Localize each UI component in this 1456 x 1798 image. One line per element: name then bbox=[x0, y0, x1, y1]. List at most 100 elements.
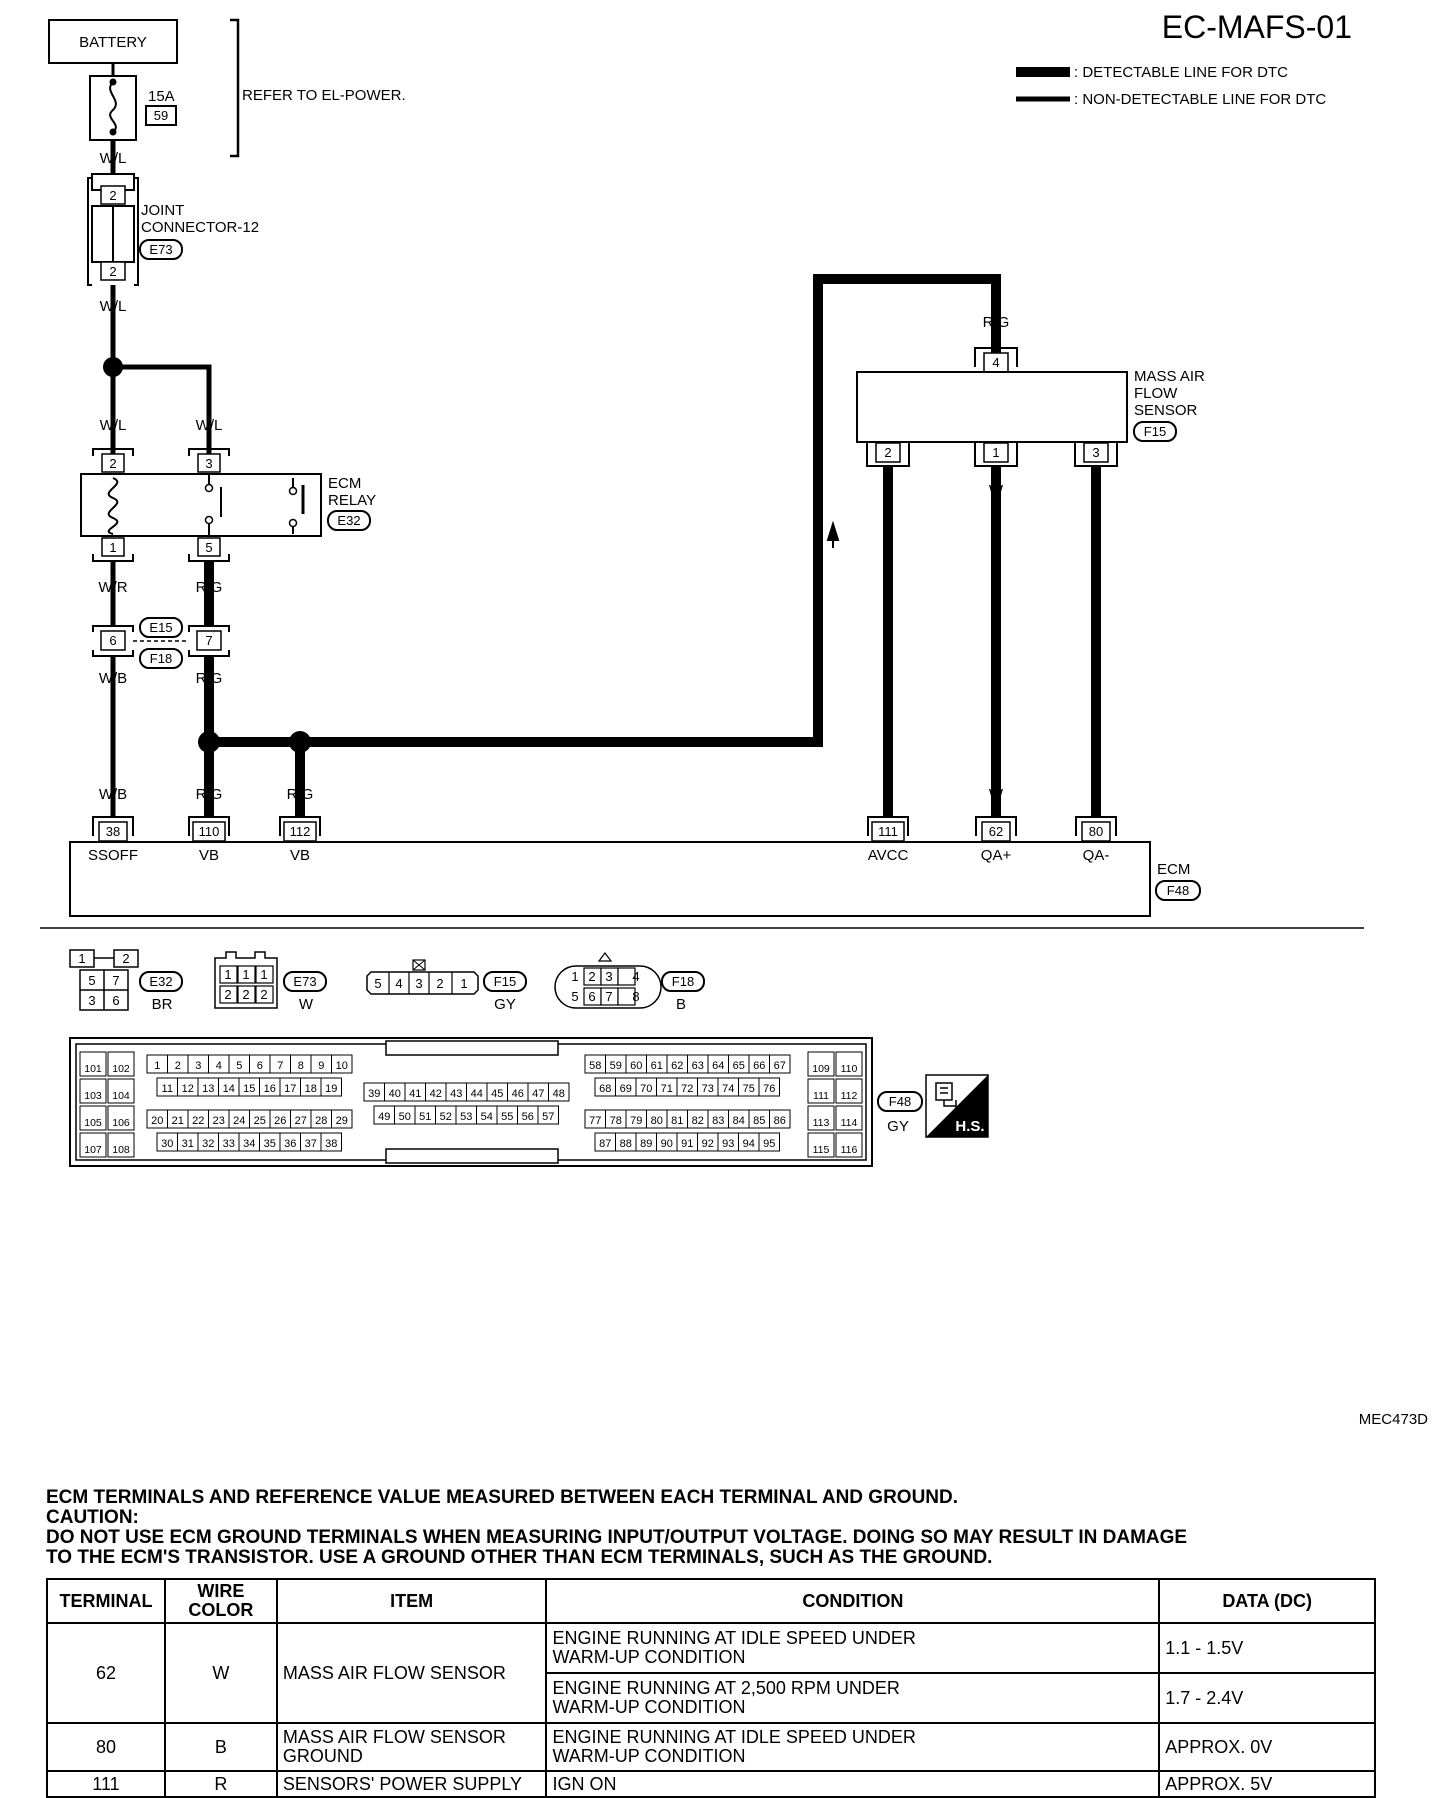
svg-text:3: 3 bbox=[605, 969, 612, 984]
svg-text:110: 110 bbox=[199, 824, 220, 839]
svg-text:45: 45 bbox=[491, 1088, 503, 1100]
svg-text:55: 55 bbox=[501, 1111, 513, 1123]
svg-text:74: 74 bbox=[722, 1083, 734, 1095]
svg-text:102: 102 bbox=[112, 1063, 130, 1075]
svg-text:62: 62 bbox=[989, 824, 1003, 839]
svg-text:11: 11 bbox=[162, 1083, 173, 1095]
svg-text:49: 49 bbox=[378, 1111, 390, 1123]
svg-text:F48: F48 bbox=[1167, 883, 1189, 898]
inline-connector-e15-f18: 6 7 E15 F18 bbox=[92, 617, 230, 669]
svg-text:59: 59 bbox=[154, 108, 168, 123]
svg-text:VB: VB bbox=[290, 847, 310, 864]
svg-text:W/L: W/L bbox=[100, 417, 127, 434]
svg-text:R: R bbox=[883, 482, 894, 499]
svg-text:W/R: W/R bbox=[98, 579, 127, 596]
col-condition: CONDITION bbox=[545, 1578, 1161, 1624]
svg-text:2: 2 bbox=[109, 188, 116, 203]
heading-line-4: TO THE ECM'S TRANSISTOR. USE A GROUND OT… bbox=[46, 1547, 993, 1568]
svg-text:8: 8 bbox=[298, 1060, 304, 1072]
svg-text:80: 80 bbox=[651, 1115, 663, 1127]
svg-text:36: 36 bbox=[284, 1138, 296, 1150]
svg-text:27: 27 bbox=[295, 1115, 307, 1127]
svg-text:B: B bbox=[676, 996, 686, 1013]
svg-text:9: 9 bbox=[318, 1060, 324, 1072]
svg-text:38: 38 bbox=[325, 1138, 337, 1150]
svg-text:2: 2 bbox=[588, 969, 595, 984]
svg-text:53: 53 bbox=[460, 1111, 472, 1123]
svg-text:5: 5 bbox=[571, 989, 578, 1004]
svg-text:2: 2 bbox=[175, 1060, 181, 1072]
svg-text:W: W bbox=[299, 996, 314, 1013]
svg-text:SENSOR: SENSOR bbox=[1134, 402, 1198, 419]
svg-text:2: 2 bbox=[109, 456, 116, 471]
svg-text:6: 6 bbox=[257, 1060, 263, 1072]
svg-text:20: 20 bbox=[151, 1115, 163, 1127]
svg-text:E32: E32 bbox=[337, 513, 360, 528]
svg-text:63: 63 bbox=[692, 1060, 704, 1072]
svg-text:13: 13 bbox=[202, 1083, 214, 1095]
svg-text:CONNECTOR-12: CONNECTOR-12 bbox=[141, 219, 259, 236]
svg-text:58: 58 bbox=[589, 1060, 601, 1072]
svg-text:52: 52 bbox=[440, 1111, 452, 1123]
svg-text:60: 60 bbox=[630, 1060, 642, 1072]
table-row: 111 R SENSORS' POWER SUPPLY IGN ON APPRO… bbox=[46, 1770, 1376, 1798]
svg-text:RELAY: RELAY bbox=[328, 492, 376, 509]
svg-text:1: 1 bbox=[460, 976, 467, 991]
svg-text:56: 56 bbox=[522, 1111, 534, 1123]
svg-text:W/B: W/B bbox=[99, 786, 127, 803]
page-code: EC-MAFS-01 bbox=[1162, 9, 1352, 45]
svg-text:93: 93 bbox=[722, 1138, 734, 1150]
svg-text:2: 2 bbox=[242, 987, 249, 1002]
svg-text:R/G: R/G bbox=[196, 670, 223, 687]
svg-text:103: 103 bbox=[84, 1090, 102, 1102]
svg-text:BATTERY: BATTERY bbox=[79, 34, 147, 51]
table-header-row: TERMINAL WIRE COLOR ITEM CONDITION DATA … bbox=[46, 1578, 1376, 1624]
svg-text:R/G: R/G bbox=[287, 786, 314, 803]
svg-text:1: 1 bbox=[109, 540, 116, 555]
svg-text:E73: E73 bbox=[293, 974, 316, 989]
connector-view-e73: 1 1 1 2 2 2 E73 W bbox=[214, 951, 327, 1013]
svg-text:111: 111 bbox=[878, 824, 898, 839]
svg-text:61: 61 bbox=[651, 1060, 663, 1072]
svg-text:6: 6 bbox=[588, 989, 595, 1004]
svg-text:76: 76 bbox=[763, 1083, 775, 1095]
svg-text:1: 1 bbox=[78, 951, 85, 966]
svg-text:2: 2 bbox=[260, 987, 267, 1002]
svg-text:2: 2 bbox=[436, 976, 443, 991]
svg-text:111: 111 bbox=[813, 1090, 829, 1102]
legend: : DETECTABLE LINE FOR DTC : NON-DETECTAB… bbox=[1016, 64, 1326, 108]
svg-text:101: 101 bbox=[84, 1063, 102, 1075]
svg-text:QA+: QA+ bbox=[981, 847, 1012, 864]
svg-text:116: 116 bbox=[841, 1144, 858, 1156]
heading-line-2: CAUTION: bbox=[46, 1507, 139, 1528]
svg-text:32: 32 bbox=[202, 1138, 214, 1150]
svg-text:SSOFF: SSOFF bbox=[88, 847, 138, 864]
svg-text:83: 83 bbox=[712, 1115, 724, 1127]
svg-text:84: 84 bbox=[733, 1115, 745, 1127]
refer-note: REFER TO EL-POWER. bbox=[242, 87, 406, 104]
svg-text:41: 41 bbox=[409, 1088, 421, 1100]
svg-text:105: 105 bbox=[84, 1117, 102, 1129]
svg-text:R/G: R/G bbox=[196, 579, 223, 596]
svg-text:4: 4 bbox=[395, 976, 402, 991]
svg-text:57: 57 bbox=[542, 1111, 554, 1123]
ecm-relay-e32: 2 3 1 5 ECM RELAY E32 bbox=[80, 448, 376, 562]
svg-text:QA-: QA- bbox=[1083, 847, 1110, 864]
svg-text:19: 19 bbox=[325, 1083, 337, 1095]
svg-text:1: 1 bbox=[571, 969, 578, 984]
svg-text:33: 33 bbox=[223, 1138, 235, 1150]
mass-air-flow-sensor-f15: 4 2 1 3 MASS AIR FLOW SENSOR F15 bbox=[856, 347, 1205, 467]
fuse-icon bbox=[109, 81, 117, 133]
svg-text:15A: 15A bbox=[148, 88, 175, 105]
heading-line-1: ECM TERMINALS AND REFERENCE VALUE MEASUR… bbox=[46, 1487, 959, 1508]
svg-text:44: 44 bbox=[471, 1088, 483, 1100]
svg-text:37: 37 bbox=[305, 1138, 317, 1150]
svg-text:90: 90 bbox=[661, 1138, 673, 1150]
svg-text:E32: E32 bbox=[149, 974, 172, 989]
svg-text:64: 64 bbox=[712, 1060, 724, 1072]
svg-text:2: 2 bbox=[122, 951, 129, 966]
svg-text:71: 71 bbox=[661, 1083, 673, 1095]
svg-text:28: 28 bbox=[315, 1115, 327, 1127]
svg-text:7: 7 bbox=[605, 989, 612, 1004]
